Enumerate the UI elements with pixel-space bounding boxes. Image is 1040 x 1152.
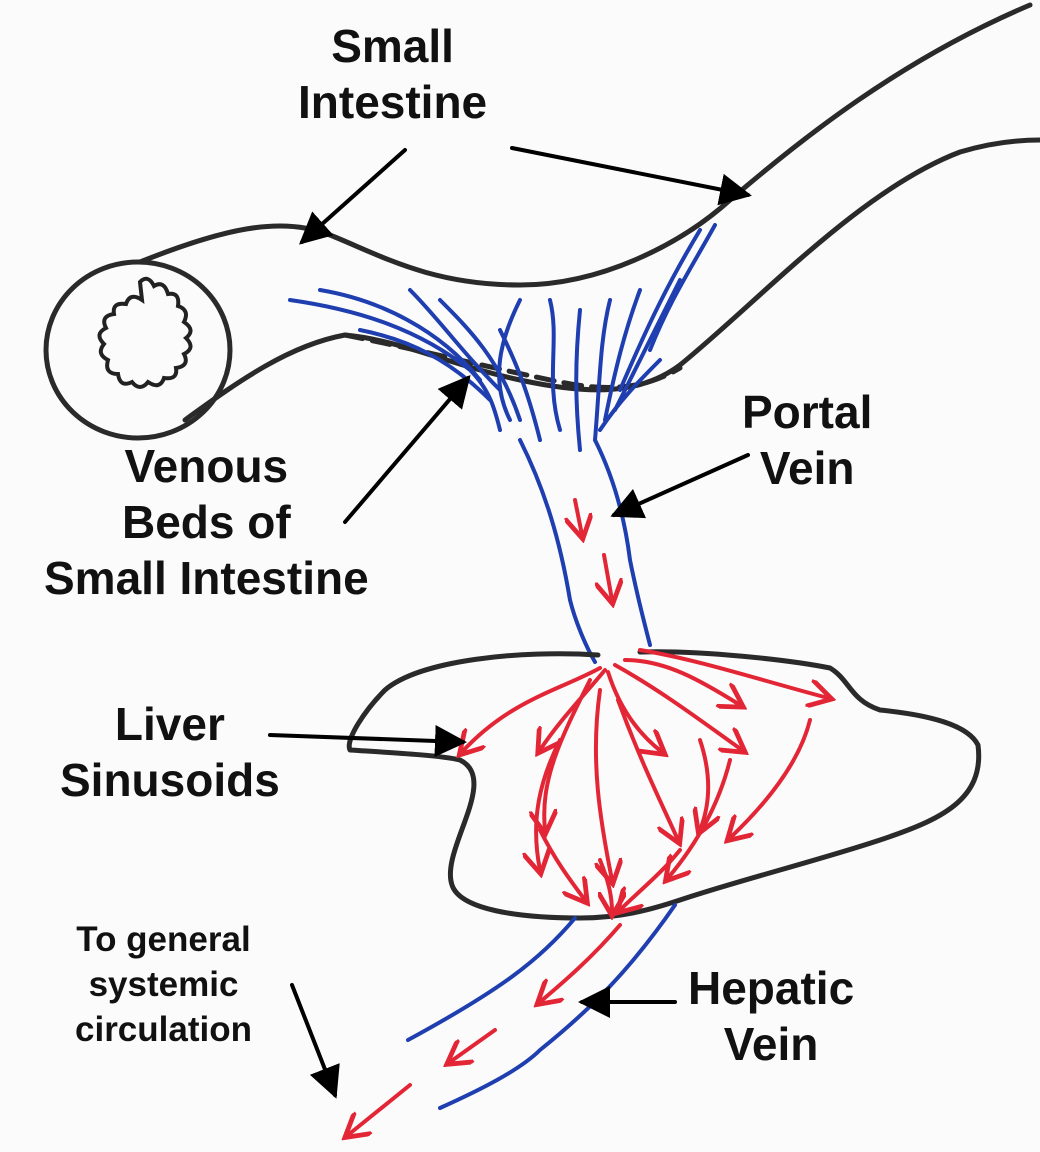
label-small-intestine-line-2: Intestine [298, 76, 488, 129]
label-portal-vein: Portal Vein [742, 384, 872, 496]
portal-vein [518, 438, 652, 664]
label-portal-vein-line-1: Portal [742, 386, 873, 438]
pointer-liver-sinusoids [268, 724, 467, 757]
pointer-portal-vein [610, 453, 750, 519]
label-small-intestine-line-1: Small [331, 20, 454, 72]
pointer-small-intestine-right [510, 146, 752, 206]
label-liver-sinusoids-line-1: Liver [114, 698, 225, 750]
label-general-circulation-line-3: circulation [75, 1009, 252, 1049]
label-liver-sinusoids: Liver Sinusoids [60, 696, 280, 808]
small-intestine-outline [43, 2, 1040, 441]
pointer-small-intestine-left [299, 148, 407, 245]
intestinal-villi [97, 276, 193, 389]
pointer-venous-beds [343, 374, 471, 524]
label-general-circulation-line-1: To general [76, 920, 251, 959]
label-general-circulation: To general systemic circulation [75, 918, 252, 1052]
intestine-cross-section [43, 259, 233, 441]
label-venous-beds: Venous Beds of Small Intestine [44, 438, 369, 606]
liver-outline [346, 649, 982, 921]
venous-beds [288, 223, 717, 452]
label-hepatic-vein-line-2: Vein [723, 1018, 819, 1071]
label-portal-vein-line-2: Vein [759, 442, 855, 495]
label-pointers [268, 146, 752, 1099]
label-liver-sinusoids-line-2: Sinusoids [60, 754, 280, 807]
label-hepatic-vein-line-1: Hepatic [688, 962, 855, 1014]
label-venous-beds-line-2: Beds of [121, 496, 291, 549]
hepatic-vein [348, 903, 677, 1135]
label-small-intestine: Small Intestine [298, 18, 487, 130]
label-general-circulation-line-2: systemic [88, 964, 239, 1004]
label-venous-beds-line-3: Small Intestine [44, 552, 369, 605]
pointer-systemic-circulation [290, 983, 340, 1099]
label-hepatic-vein: Hepatic Vein [688, 960, 854, 1072]
liver-sinusoids [462, 648, 828, 912]
label-venous-beds-line-1: Venous [124, 440, 289, 492]
